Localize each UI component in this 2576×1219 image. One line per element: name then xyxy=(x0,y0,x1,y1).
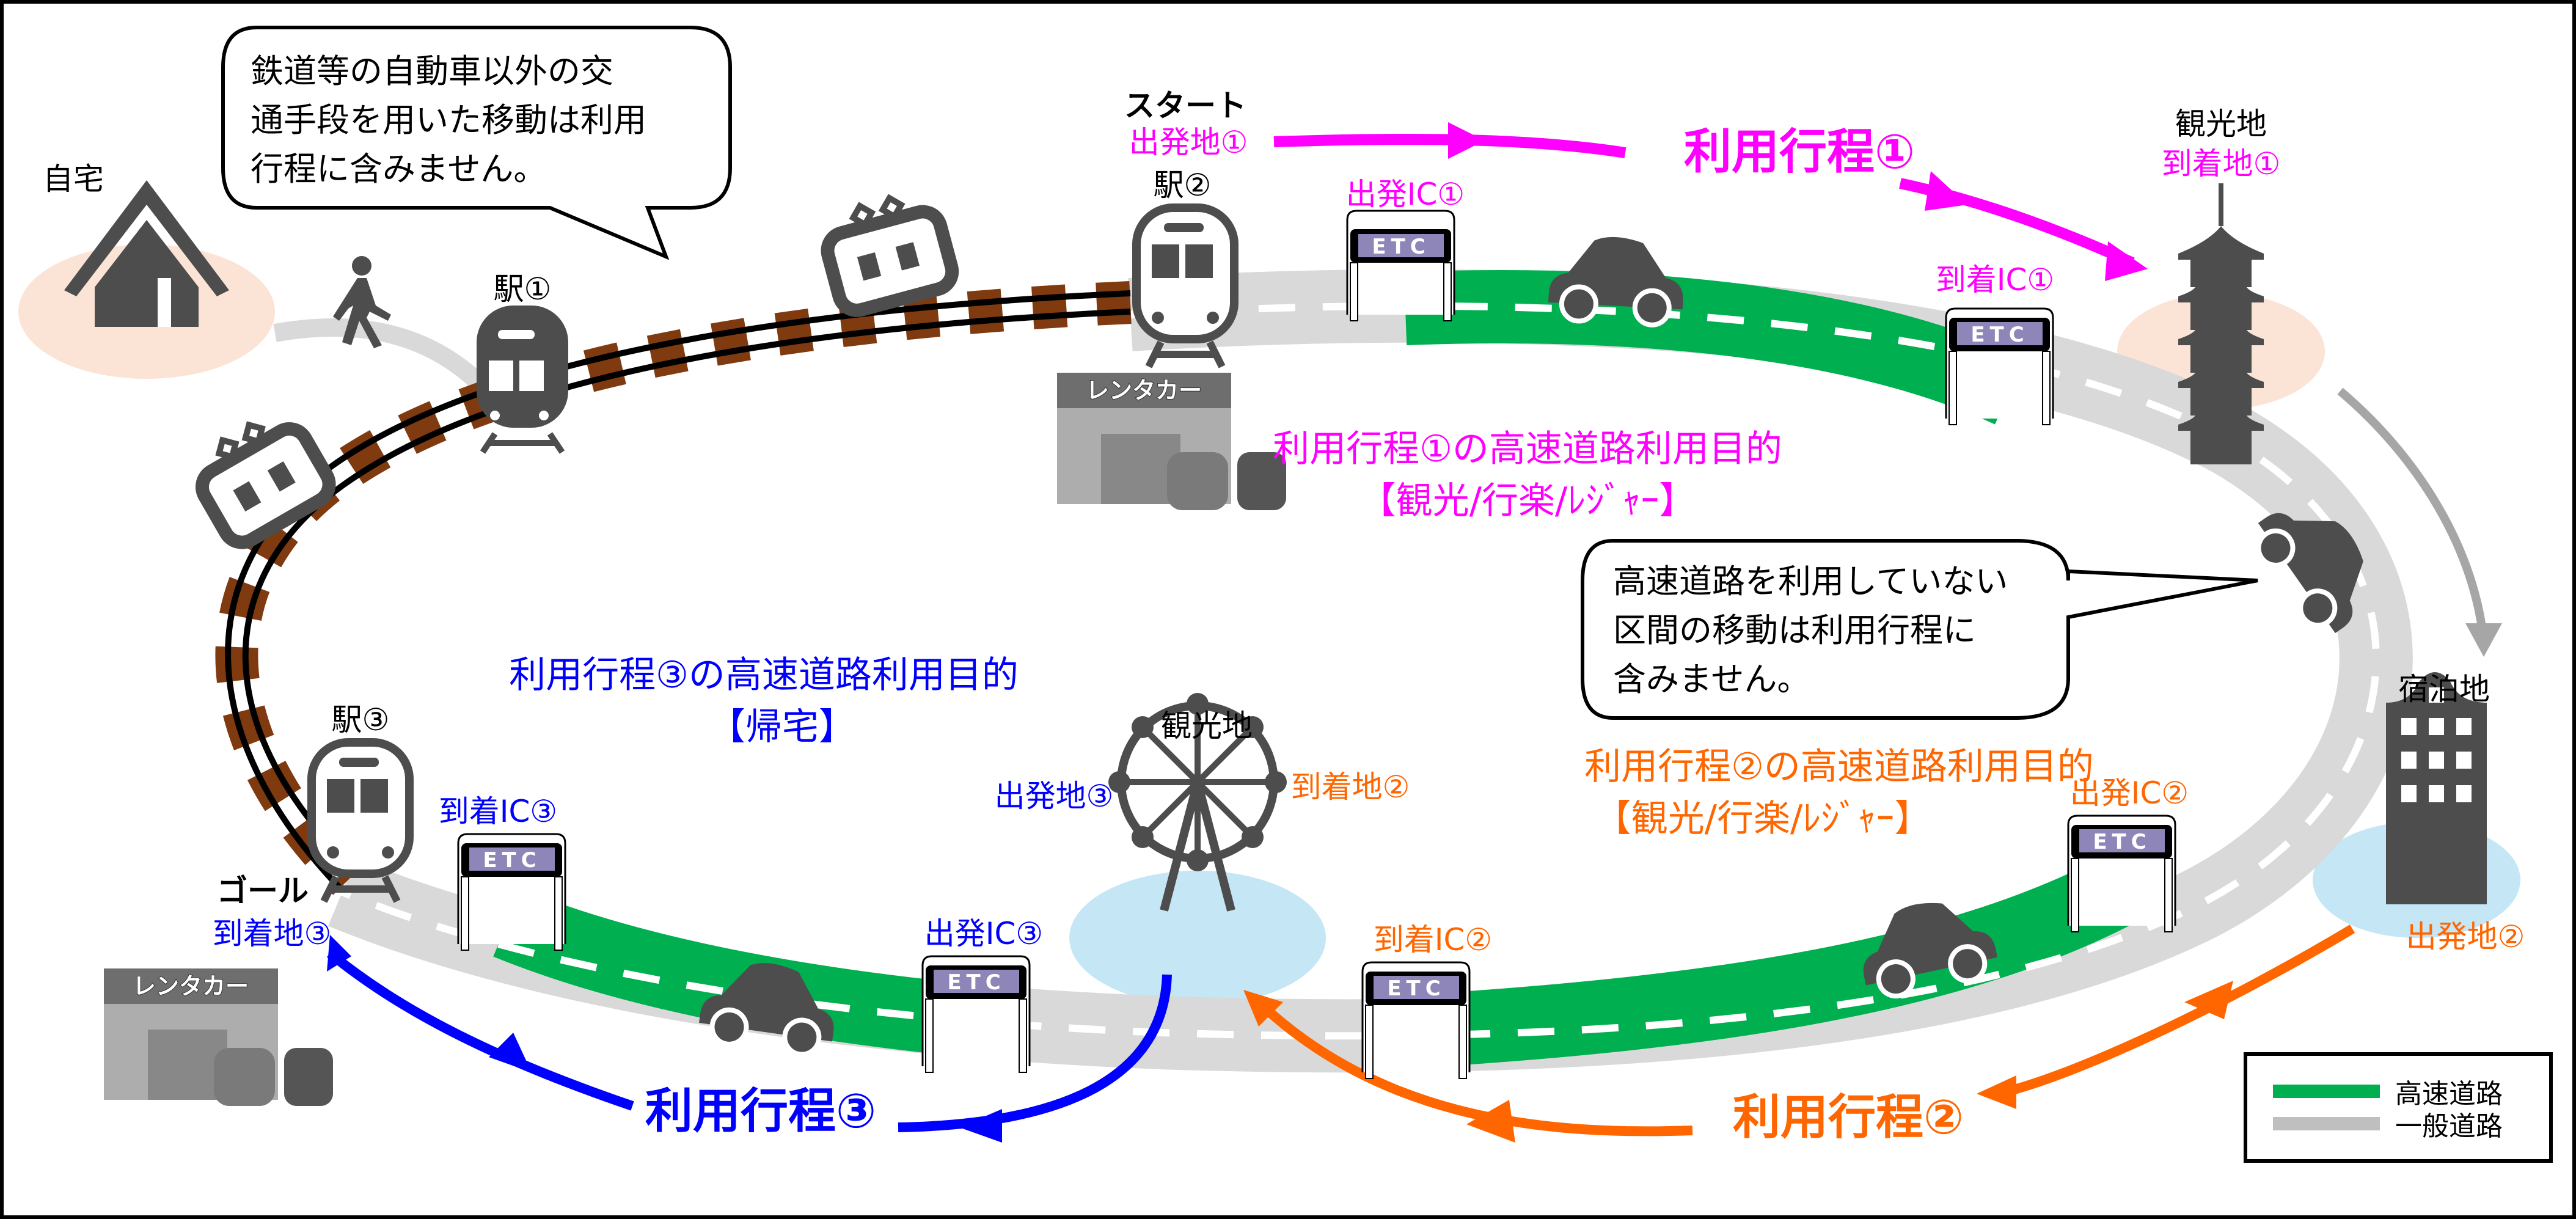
car-icon-right xyxy=(2256,513,2363,634)
car-icon-top xyxy=(1548,236,1683,328)
bubble2-line2: 区間の移動は利用行程に xyxy=(1613,611,1976,650)
trip3-entry-ic-label: 出発IC③ xyxy=(924,916,1043,951)
trip1-arrowhead-c xyxy=(2105,241,2148,281)
etc-label: ETC xyxy=(1387,976,1445,1001)
pagoda-icon xyxy=(2178,183,2264,464)
trip2-arrow-line-a xyxy=(1997,924,2355,1099)
trip2-arrowhead-a xyxy=(2184,981,2233,1019)
trip1-arrowhead-b xyxy=(1925,171,1967,211)
goal-label: ゴール xyxy=(217,873,309,909)
rail-ties xyxy=(215,281,1132,895)
bubble2-line3: 含みません。 xyxy=(1613,660,1810,698)
trip3-title: 利用行程③ xyxy=(645,1084,876,1139)
trip2-arrowhead-b xyxy=(1977,1075,2016,1109)
house-icon xyxy=(64,180,229,327)
expressway-trip1 xyxy=(1403,269,2025,425)
station2-label: 駅② xyxy=(1154,167,1212,203)
expressway-trip2 xyxy=(1391,854,2144,1069)
station3-label: 駅③ xyxy=(332,702,390,738)
transfer-arrow-line xyxy=(2337,387,2488,642)
trip2-purpose-line1: 利用行程②の高速道路利用目的 xyxy=(1584,745,2094,788)
trip1-origin-label: 出発地① xyxy=(1129,125,1248,160)
trip1-exit-ic-label: 到着IC① xyxy=(1936,262,2054,298)
pedestrian-icon xyxy=(333,256,391,348)
trip1-entry-ic-label: 出発IC① xyxy=(1346,177,1465,212)
trip2-purpose-line2: 【観光/行楽/ﾚｼﾞｬｰ】 xyxy=(1595,797,1931,840)
legend-label-general-road: 一般道路 xyxy=(2395,1111,2503,1142)
trip3-purpose-line2: 【帰宅】 xyxy=(709,706,855,749)
station1-label: 駅① xyxy=(494,271,552,307)
trip2-origin-label: 出発地② xyxy=(2406,919,2525,954)
trip3-arrow-line-b xyxy=(326,949,634,1111)
trip2-entry-ic-label: 出発IC② xyxy=(2070,775,2189,811)
trip3-destination-label: 到着地③ xyxy=(213,916,332,951)
tram-icon-top xyxy=(821,194,959,317)
trip1-destination-label: 到着地① xyxy=(2162,146,2281,181)
trip2-title: 利用行程② xyxy=(1733,1090,1964,1145)
etc-gate-exit1: ETC xyxy=(1945,307,2054,425)
station1-train-icon xyxy=(477,306,568,454)
trip2-arrowhead-c xyxy=(1466,1100,1515,1143)
bubble1-line2: 通手段を用いた移動は利用 xyxy=(251,101,646,139)
home-label: 自宅 xyxy=(43,161,104,197)
legend-swatch-expressway xyxy=(2273,1085,2380,1098)
rental-car-label: レンタカー xyxy=(133,973,249,1000)
note-bubble-non-expressway: 高速道路を利用していない 区間の移動は利用行程に 含みません。 xyxy=(1581,539,2258,720)
transfer-arrowhead xyxy=(2465,623,2502,657)
trip2-exit-ic-label: 到着IC② xyxy=(1374,922,1492,957)
lodging-label: 宿泊地 xyxy=(2398,672,2490,707)
rail-line-inner xyxy=(242,309,1131,875)
hotel-icon xyxy=(2386,672,2487,904)
station3-train-icon xyxy=(307,738,414,903)
trip3-purpose-line1: 利用行程③の高速道路利用目的 xyxy=(509,654,1019,697)
trip2-arrowhead-d xyxy=(1243,990,1283,1027)
etc-gate-entry2: ETC xyxy=(2067,814,2176,932)
trip3-arrowhead-c xyxy=(327,935,351,972)
legend: 高速道路 一般道路 xyxy=(2244,1052,2553,1163)
trip3-arrow-line-a xyxy=(898,974,1172,1132)
etc-gate-exit2: ETC xyxy=(1361,961,1471,1079)
legend-label-expressway: 高速道路 xyxy=(2395,1078,2503,1110)
etc-label: ETC xyxy=(947,970,1005,995)
rental-car-shop-bottom: レンタカー xyxy=(104,968,333,1106)
trip1-arrowhead-a xyxy=(1448,122,1485,159)
etc-label: ETC xyxy=(483,848,541,873)
etc-gate-entry3: ETC xyxy=(921,955,1031,1073)
trip2-arrow-line-b xyxy=(1255,998,1693,1137)
rental-car-shop-top: レンタカー xyxy=(1057,373,1286,510)
ferris-wheel-icon xyxy=(1108,693,1287,912)
bubble1-line1: 鉄道等の自動車以外の交 xyxy=(251,52,613,90)
etc-label: ETC xyxy=(1970,323,2029,347)
bubble1-line3: 行程に含みません。 xyxy=(251,150,546,188)
car-icon-bottom-right xyxy=(1863,902,1998,999)
trip3-exit-ic-label: 到着IC③ xyxy=(439,794,557,829)
etc-label: ETC xyxy=(1372,235,1430,259)
note-bubble-non-car: 鉄道等の自動車以外の交 通手段を用いた移動は利用 行程に含みません。 xyxy=(221,26,732,260)
sightseeing2-label: 観光地 xyxy=(1161,708,1253,744)
rental-car-label: レンタカー xyxy=(1086,377,1202,404)
etc-gate-entry1: ETC xyxy=(1346,210,1455,321)
legend-swatch-general-road xyxy=(2273,1117,2380,1130)
trip1-title: 利用行程① xyxy=(1684,125,1915,180)
trip1-purpose-line2: 【観光/行楽/ﾚｼﾞｬｰ】 xyxy=(1359,480,1696,522)
etc-label: ETC xyxy=(2093,830,2151,854)
etc-gate-exit3: ETC xyxy=(457,833,566,951)
station2-train-icon xyxy=(1132,203,1239,368)
trip1-purpose-line1: 利用行程①の高速道路利用目的 xyxy=(1273,428,1782,470)
start-label: スタート xyxy=(1124,88,1246,123)
road-center-line xyxy=(340,302,2380,1040)
sightseeing1-label: 観光地 xyxy=(2175,106,2267,142)
sightseeing2-area xyxy=(1069,871,1326,1005)
railway xyxy=(215,281,1132,895)
trip2-destination-label: 到着地② xyxy=(1291,769,1410,805)
trip3-arrowhead-b xyxy=(489,1033,532,1072)
bubble2-line1: 高速道路を利用していない xyxy=(1613,562,2008,601)
trip3-arrowhead-a xyxy=(959,1109,1002,1143)
trip3-origin-label: 出発地③ xyxy=(995,778,1114,814)
rail-line-outer xyxy=(225,290,1131,890)
car-icon-bottom-left xyxy=(698,963,834,1057)
tram-icon-left xyxy=(195,421,336,549)
